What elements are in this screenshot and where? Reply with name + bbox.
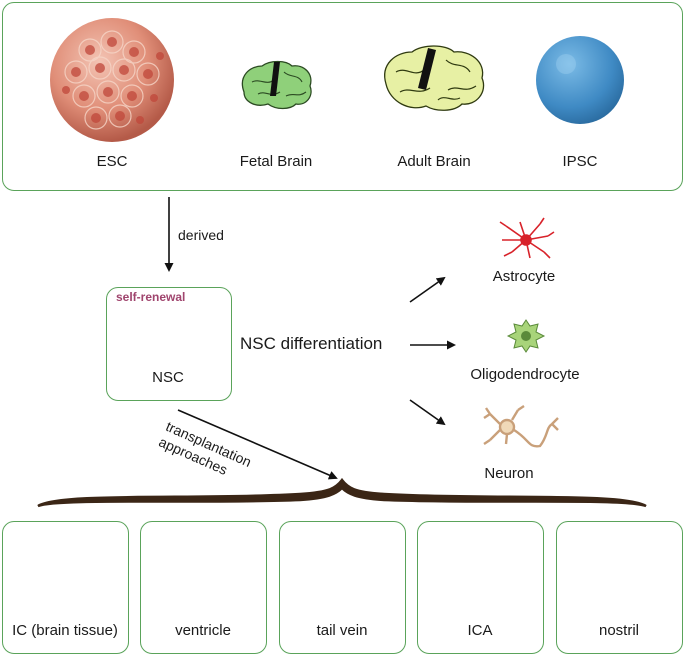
fetal-brain-label: Fetal Brain [239,153,313,170]
route-tail-vein-box [279,521,406,654]
nsc-differentiation-label: NSC differentiation [240,334,383,353]
route-ica-label: ICA [467,622,493,639]
oligodendrocyte-icon [506,319,546,353]
neuron-arrow [409,399,446,426]
esc-label: ESC [96,153,128,170]
astrocyte-arrow [409,276,446,303]
ipsc-label: IPSC [562,153,598,170]
ipsc-icon [536,36,624,124]
derived-label: derived [178,227,224,243]
astrocyte-label: Astrocyte [492,268,556,285]
route-nostril-box [556,521,683,654]
route-ventricle-label: ventricle [175,622,231,639]
fetal-brain-icon [241,60,312,110]
route-ica-box [417,521,544,654]
route-ic-box [2,521,129,654]
nsc-label: NSC [152,369,184,386]
route-nostril-label: nostril [598,622,640,639]
route-tail-vein-label: tail vein [316,622,368,639]
adult-brain-label: Adult Brain [397,153,471,170]
oligodendrocyte-label: Oligodendrocyte [470,366,580,383]
self-renewal-label: self-renewal [116,290,186,304]
neuron-icon [483,405,559,448]
route-ic-label: IC (brain tissue) [12,622,118,639]
transplantation-arrow [177,409,338,480]
route-brace [37,477,647,508]
route-ventricle-box [140,521,267,654]
neuron-label: Neuron [484,465,534,482]
nsc-panel [106,287,232,401]
esc-icon [50,18,174,142]
astrocyte-icon [499,217,555,259]
adult-brain-icon [384,45,485,111]
